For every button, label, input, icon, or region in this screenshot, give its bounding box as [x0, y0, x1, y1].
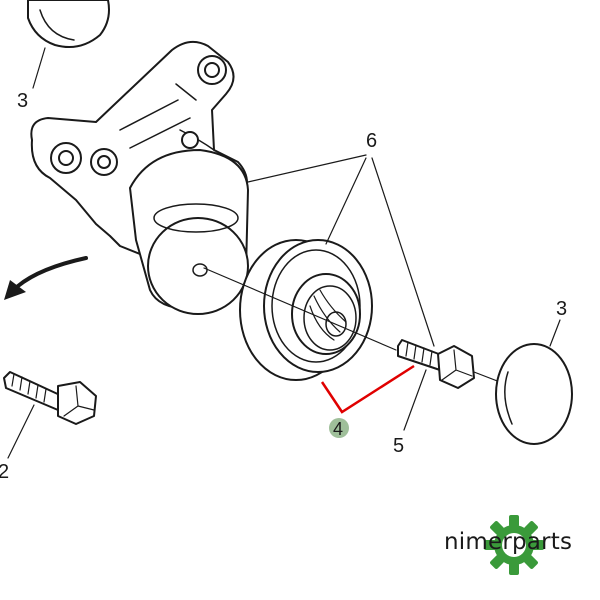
axis-line-right — [473, 371, 501, 383]
leaders-assembly — [247, 154, 435, 347]
highlight-badge — [329, 418, 349, 438]
label-cap-right: 3 — [556, 298, 567, 320]
leader-bolt-right — [403, 369, 427, 431]
label-highlighted-part: 4 — [333, 419, 343, 439]
label-bolt-right: 5 — [393, 435, 404, 457]
brand-name: nimerparts — [444, 529, 573, 555]
pulley-drum — [129, 149, 249, 315]
axis-line-left — [203, 267, 397, 351]
label-cap-top: 3 — [17, 90, 28, 112]
label-assembly: 6 — [366, 130, 377, 152]
leader-cap-right — [549, 319, 561, 347]
gear-icon — [484, 515, 544, 575]
label-bolt-left: 2 — [0, 461, 9, 483]
rotation-arrow — [4, 256, 88, 300]
idler-pulley — [239, 239, 373, 381]
cap-right — [495, 343, 573, 445]
leader-bolt-left — [7, 404, 35, 459]
highlight-leader — [320, 364, 415, 414]
bolt-left — [3, 371, 97, 425]
bolt-right — [397, 339, 475, 389]
cap-top — [27, 0, 110, 48]
leader-cap-top — [32, 47, 46, 89]
